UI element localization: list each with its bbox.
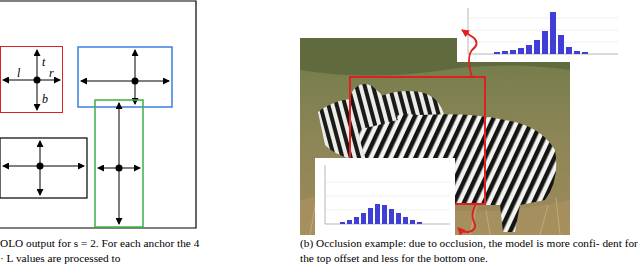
offset-label: b xyxy=(42,93,48,105)
pointer-arrow xyxy=(462,30,477,77)
anchor-box: t l r b xyxy=(0,46,63,113)
histogram xyxy=(457,2,623,62)
offset-label: r xyxy=(49,67,54,79)
histogram xyxy=(315,158,455,235)
anchor-grid xyxy=(0,1,196,228)
subcaption: (b) Occlusion example: due to occlusion,… xyxy=(300,236,640,266)
offset-label: l xyxy=(17,67,20,79)
offset-label: t xyxy=(42,56,45,68)
zebra-photo xyxy=(300,38,570,235)
subcaption: OLO output for s = 2. For each anchor th… xyxy=(0,236,200,266)
pointer-arrow xyxy=(458,204,476,232)
